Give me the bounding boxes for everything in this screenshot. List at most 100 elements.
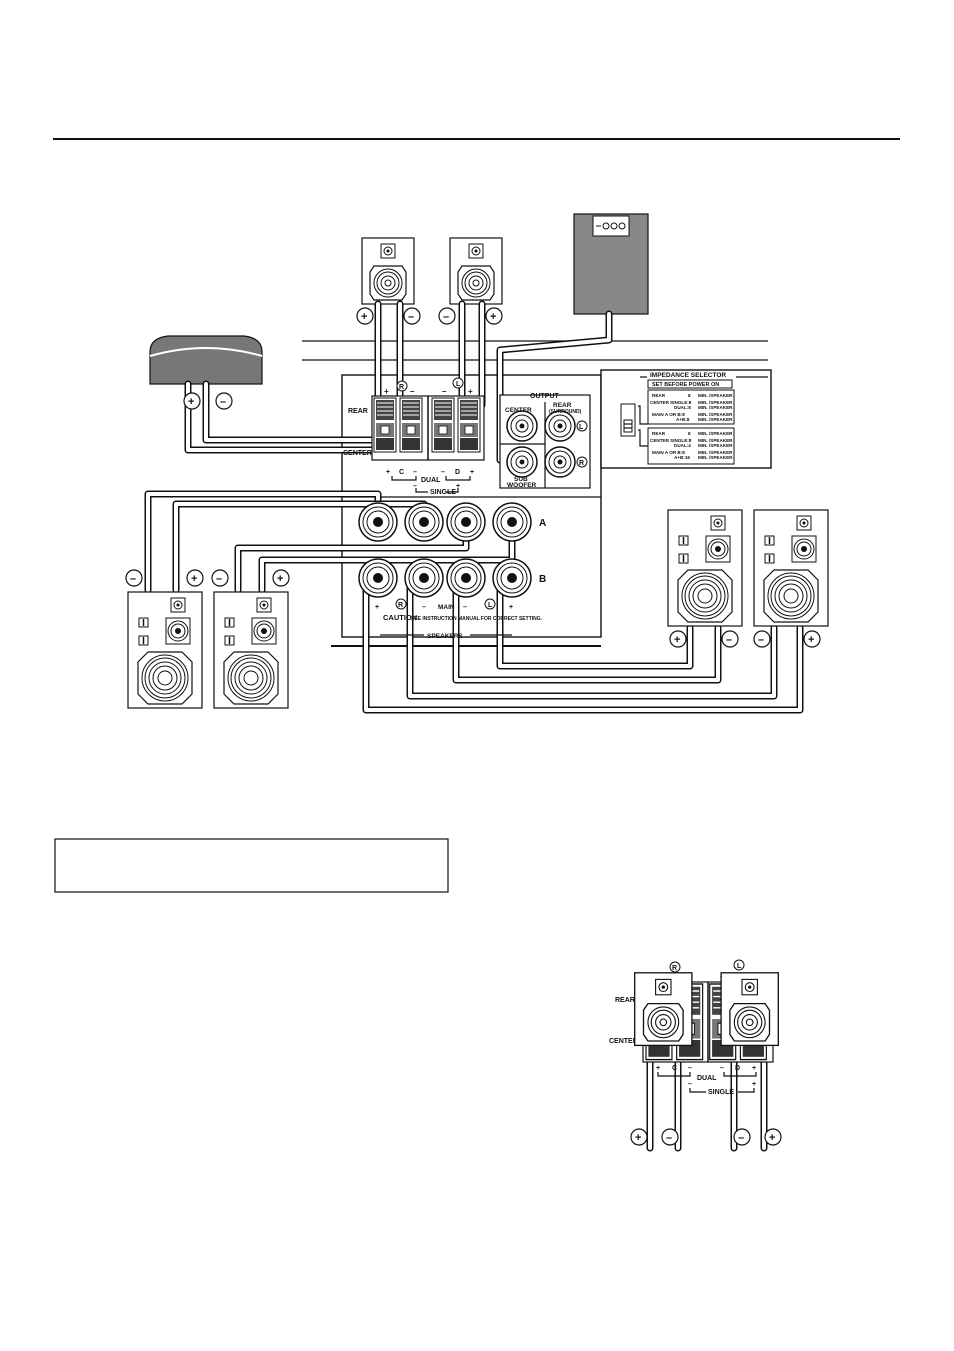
- svg-text:+: +: [752, 1081, 756, 1088]
- svg-text:+: +: [361, 311, 367, 323]
- polarity-badges: + – – + + – – + – + + – – +: [125, 307, 821, 648]
- rear-minus-l: –: [442, 387, 447, 396]
- svg-text:–: –: [413, 469, 417, 476]
- output-section: [499, 394, 591, 489]
- row-a-label: A: [539, 518, 546, 529]
- svg-text:–: –: [443, 311, 449, 323]
- svg-text:–: –: [666, 1132, 672, 1144]
- svg-text:–: –: [726, 634, 732, 646]
- rear-plus-l: +: [468, 387, 473, 396]
- svg-text:–: –: [408, 311, 414, 323]
- svg-text:D: D: [455, 469, 460, 476]
- svg-text:SINGLE: SINGLE: [708, 1089, 734, 1096]
- impedance-lower-table: REAR 8 MIN. /SPEAKER CENTER SINGLE:8 MIN…: [650, 431, 733, 460]
- svg-text:DUAL:4: DUAL:4: [674, 443, 691, 448]
- sub-label: SUB: [514, 476, 528, 483]
- main-ch-r: R: [398, 602, 403, 609]
- rear-plus-r: +: [384, 387, 389, 396]
- single-label: SINGLE: [430, 489, 456, 496]
- main-ch-l: L: [488, 602, 493, 609]
- svg-text:–: –: [441, 469, 445, 476]
- svg-text:+: +: [674, 634, 680, 646]
- main-label: MAIN: [438, 604, 455, 611]
- rear-center-terminals: [371, 395, 485, 461]
- detail-ch-r: R: [672, 965, 677, 972]
- detail-dual-single: + C – – D + DUAL – + SINGLE: [656, 1065, 757, 1096]
- output-label: OUTPUT: [530, 393, 560, 400]
- svg-text:+: +: [656, 1065, 660, 1072]
- detail-center-speaker-2: [720, 972, 779, 1047]
- detail-rear-label: REAR: [615, 997, 635, 1004]
- svg-text:MIN. /SPEAKER: MIN. /SPEAKER: [698, 405, 733, 410]
- detail-center-speaker-1: [634, 972, 693, 1047]
- subwoofer: [573, 213, 649, 315]
- svg-text:+: +: [509, 604, 513, 611]
- speakers-label: SPEAKERS: [427, 633, 463, 640]
- svg-text:MAIN A OR B:8: MAIN A OR B:8: [652, 450, 685, 455]
- svg-text:–: –: [422, 604, 426, 611]
- svg-text:MIN. /SPEAKER: MIN. /SPEAKER: [698, 455, 733, 460]
- svg-text:8: 8: [688, 393, 691, 398]
- main-speaker-right-a2: [753, 509, 829, 627]
- detail-polarity-badges: + – – +: [630, 1128, 782, 1146]
- rear-speaker-right: [361, 237, 415, 305]
- svg-text:MIN. /SPEAKER: MIN. /SPEAKER: [698, 412, 733, 417]
- impedance-title: IMPEDANCE SELECTOR: [650, 372, 726, 379]
- svg-text:+: +: [277, 573, 283, 585]
- svg-text:CENTER SINGLE:8: CENTER SINGLE:8: [650, 400, 692, 405]
- svg-text:+: +: [635, 1132, 641, 1144]
- svg-text:REAR: REAR: [652, 393, 666, 398]
- rear-minus-r: –: [410, 387, 415, 396]
- svg-text:+: +: [456, 483, 460, 490]
- dual-label: DUAL: [421, 477, 441, 484]
- svg-text:D: D: [735, 1065, 740, 1072]
- svg-text:–: –: [216, 573, 222, 585]
- woofer-label: WOOFER: [507, 482, 537, 489]
- svg-text:MIN. /SPEAKER: MIN. /SPEAKER: [698, 438, 733, 443]
- svg-text:MIN. /SPEAKER: MIN. /SPEAKER: [698, 450, 733, 455]
- out-ch-r: R: [579, 460, 584, 467]
- caution-label: CAUTION: [383, 613, 417, 622]
- svg-text:–: –: [130, 573, 136, 585]
- impedance-subtitle: SET BEFORE POWER ON: [652, 382, 719, 388]
- svg-text:–: –: [688, 1081, 692, 1088]
- svg-text:–: –: [688, 1065, 692, 1072]
- svg-text:REAR: REAR: [652, 431, 666, 436]
- impedance-selector: [620, 376, 768, 465]
- svg-text:DUAL: DUAL: [697, 1075, 717, 1082]
- center-speaker: [149, 335, 263, 385]
- svg-text:+: +: [752, 1065, 756, 1072]
- main-speaker-right-a1: [667, 509, 743, 627]
- svg-text:MIN. /SPEAKER: MIN. /SPEAKER: [698, 431, 733, 436]
- dual-single-brackets: + C – – D + DUAL – + SINGLE: [386, 469, 474, 496]
- detail-center-label: CENTER: [609, 1038, 638, 1045]
- svg-text:–: –: [720, 1065, 724, 1072]
- svg-text:A+B:8: A+B:8: [676, 417, 690, 422]
- impedance-upper-table: REAR 8 MIN. /SPEAKER CENTER SINGLE:8 MIN…: [650, 393, 733, 422]
- main-speaker-left-b1: [127, 591, 203, 709]
- row-b-label: B: [539, 574, 546, 585]
- svg-text:CENTER SINGLE:8: CENTER SINGLE:8: [650, 438, 692, 443]
- rear-ch-l: L: [456, 381, 461, 388]
- svg-text:+: +: [490, 311, 496, 323]
- svg-text:MIN. /SPEAKER: MIN. /SPEAKER: [698, 443, 733, 448]
- svg-text:–: –: [413, 483, 417, 490]
- detail-ch-l: L: [737, 963, 742, 970]
- svg-text:A+B:16: A+B:16: [674, 455, 690, 460]
- svg-text:+: +: [386, 469, 390, 476]
- caution-text: SEE INSTRUCTION MANUAL FOR CORRECT SETTI…: [411, 616, 543, 622]
- svg-text:+: +: [375, 604, 379, 611]
- out-ch-l: L: [579, 424, 584, 431]
- svg-text:+: +: [191, 573, 197, 585]
- center-label: CENTER: [343, 450, 372, 457]
- svg-text:MAIN A OR B:8: MAIN A OR B:8: [652, 412, 685, 417]
- svg-text:+: +: [188, 396, 194, 408]
- rear-speaker-left: [449, 237, 503, 305]
- svg-text:MIN. /SPEAKER: MIN. /SPEAKER: [698, 393, 733, 398]
- rear-label: REAR: [348, 408, 368, 415]
- out-center-label: CENTER: [505, 407, 532, 414]
- svg-text:MIN. /SPEAKER: MIN. /SPEAKER: [698, 417, 733, 422]
- svg-text:C: C: [672, 1065, 677, 1072]
- out-rear-label: REAR: [553, 402, 572, 409]
